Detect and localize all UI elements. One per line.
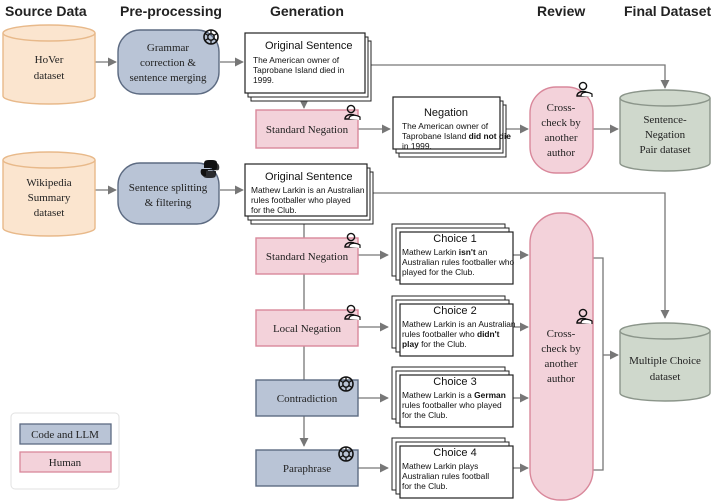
method-paraphrase-node: Paraphrase [255,446,359,487]
bottom-review-line-3: another [545,358,578,370]
choice-line: Australian rules footballer who [402,257,515,267]
choice-paper [399,231,514,285]
legend-human-swatch [19,451,112,473]
header-preprocessing: Pre-processing [120,3,222,19]
bottom-original-line-1: Mathew Larkin is an Australian [251,185,365,195]
choice-title: Choice 2 [433,305,476,317]
bottom-review-line-4: author [547,373,575,385]
legend-code-label: Code and LLM [31,429,99,441]
method-standard-negation-node: Standard Negation [255,232,361,275]
top-negation-label: Standard Negation [266,124,349,136]
arrow-bottom-original-to-mc-dataset [370,192,670,319]
splitting-line-1: Sentence splitting [129,182,208,194]
bottom-original-line-2: rules footballer who played [251,195,351,205]
pair-dataset-line-2: Negation [645,129,686,141]
mc-dataset-line-1: Multiple Choice [629,355,701,367]
bottom-review-line-2: check by [541,343,581,355]
choice-line: for the Club. [402,481,448,491]
choice-line: Australian rules football [402,471,489,481]
top-standard-negation-node: Standard Negation [255,104,361,149]
method-3-label: Contradiction [277,393,338,405]
negation-line-2: Taprobane Island did not die [402,131,511,141]
grammar-line-2: correction & [140,57,196,69]
header-source-data: Source Data [5,3,87,19]
multiple-choice-dataset-cylinder: Multiple Choice dataset [619,322,711,402]
top-review-line-3: another [545,132,578,144]
header-generation: Generation [270,3,344,19]
pair-dataset-line-1: Sentence- [643,114,687,126]
bottom-original-title: Original Sentence [265,171,352,183]
pair-dataset-line-3: Pair dataset [639,144,690,156]
hover-dataset-cylinder: HoVer dataset [2,24,96,105]
wiki-label-2: Summary [28,192,71,204]
top-original-sentence-doc: Original Sentence The American owner of … [244,32,372,102]
top-review-line-1: Cross- [547,102,576,114]
choice-doc-1: Choice 1 Mathew Larkin isn't anAustralian… [391,223,515,285]
wiki-label-1: Wikipedia [26,177,71,189]
choice-line: rules footballer who played [402,400,502,410]
hover-label-1: HoVer [35,54,64,66]
method-local-negation-node: Local Negation [255,304,361,347]
choice-line: play for the Club. [402,339,467,349]
splitting-line-2: & filtering [145,197,192,209]
legend-code-swatch [19,423,112,445]
negation-line-1: The American owner of [402,121,489,131]
legend: Code and LLM Human [10,412,120,490]
bottom-review-node: Cross- check by another author [529,212,594,501]
top-original-line-3: 1999. [253,75,274,85]
choice-line: Mathew Larkin isn't an [402,247,488,257]
hover-label-2: dataset [34,70,65,82]
bottom-review-line-1: Cross- [547,328,576,340]
bottom-original-sentence-doc: Original Sentence Mathew Larkin is an Au… [244,163,374,225]
wiki-label-3: dataset [34,207,65,219]
method-4-label: Paraphrase [283,463,331,475]
top-review-node: Cross- check by another author [529,81,594,174]
grammar-line-3: sentence merging [129,72,207,84]
grammar-line-1: Grammar [147,42,189,54]
negation-title: Negation [424,107,468,119]
choice-paper [399,374,514,428]
choice-line: Mathew Larkin is a German [402,390,506,400]
legend-human-label: Human [49,457,82,469]
top-review-line-2: check by [541,117,581,129]
header-final-dataset: Final Dataset [624,3,711,19]
negation-line-3: in 1999. [402,141,432,151]
mc-dataset-line-2: dataset [650,371,681,383]
sentence-negation-pair-dataset-cylinder: Sentence- Negation Pair dataset [619,89,711,172]
choice-line: Mathew Larkin plays [402,461,478,471]
choice-doc-2: Choice 2 Mathew Larkin is an Australianru… [391,295,516,357]
top-original-line-2: Taprobane Island died in [253,65,345,75]
arrow-top-original-to-pair-dataset [370,64,670,89]
choice-line: rules footballer who didn't [402,329,500,339]
method-2-label: Local Negation [273,323,342,335]
header-review: Review [537,3,585,19]
choice-line: played for the Club. [402,267,475,277]
choice-line: for the Club. [402,410,448,420]
choice-title: Choice 3 [433,376,476,388]
choice-paper [399,445,514,499]
bottom-original-line-3: for the Club. [251,205,297,215]
top-review-line-4: author [547,147,575,159]
negation-doc: Negation The American owner of Taprobane… [392,96,511,158]
review-bracket [593,257,604,471]
wikipedia-dataset-cylinder: Wikipedia Summary dataset [2,151,96,237]
top-original-line-1: The American owner of [253,55,340,65]
choice-title: Choice 1 [433,233,476,245]
top-original-title: Original Sentence [265,40,352,52]
method-contradiction-node: Contradiction [255,376,359,417]
grammar-correction-node: Grammar correction & sentence merging [117,29,220,95]
method-1-label: Standard Negation [266,251,349,263]
choice-title: Choice 4 [433,447,476,459]
choice-line: Mathew Larkin is an Australian [402,319,516,329]
choice-paper [399,303,514,357]
sentence-splitting-node: Sentence splitting & filtering [117,160,220,225]
